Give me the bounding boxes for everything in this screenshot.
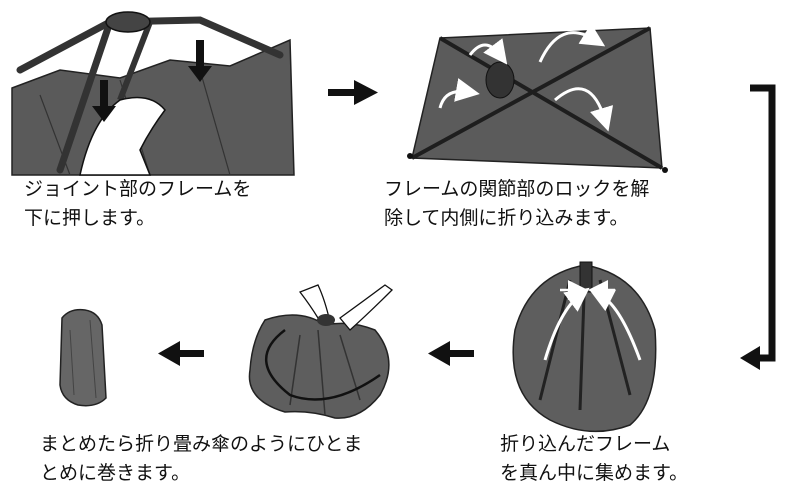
- caption-line: 除して内側に折り込みます。: [384, 207, 629, 229]
- step3-caption: 折り込んだフレーム を真ん中に集めます。: [500, 430, 688, 488]
- bracket-arrow-icon: [740, 84, 776, 370]
- down-arrow-icon: [92, 80, 116, 122]
- step1-illustration: [11, 11, 295, 176]
- left-arrow-icon: [158, 341, 204, 366]
- step4-illustration: [248, 284, 394, 419]
- caption-line: フレームの関節部のロックを解: [384, 178, 650, 200]
- caption-line: を真ん中に集めます。: [500, 462, 689, 484]
- step2-caption: フレームの関節部のロックを解 除して内側に折り込みます。: [384, 175, 649, 233]
- caption-line: 折り込んだフレーム: [500, 433, 671, 455]
- step1-caption: ジョイント部のフレームを 下に押します。: [24, 175, 251, 233]
- caption-line: 下に押します。: [24, 207, 156, 229]
- left-arrow-icon: [428, 341, 474, 366]
- caption-line: とめに巻きます。: [40, 462, 191, 484]
- rolled-tent-illustration: [59, 308, 107, 407]
- down-arrow-icon: [188, 40, 212, 82]
- caption-line: まとめたら折り畳み傘のようにひとま: [40, 433, 363, 455]
- caption-line: ジョイント部のフレームを: [24, 178, 252, 200]
- step2-illustration: [407, 23, 668, 173]
- step3-illustration: [512, 261, 657, 433]
- step4-caption: まとめたら折り畳み傘のようにひとま とめに巻きます。: [40, 430, 362, 488]
- right-arrow-icon: [328, 80, 378, 105]
